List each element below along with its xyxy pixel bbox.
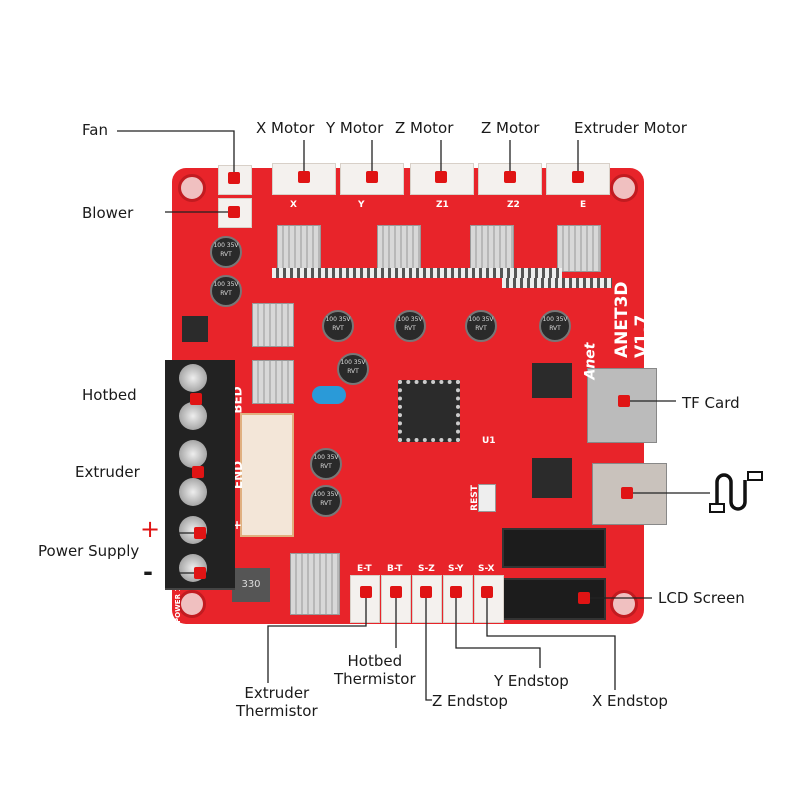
hotbed-thermistor-label: Hotbed Thermistor — [334, 652, 416, 688]
endstop-mark: B-T — [387, 564, 403, 574]
z2-motor-marker — [504, 171, 516, 183]
y-endstop-connector — [443, 575, 473, 623]
x-endstop-label: X Endstop — [592, 692, 668, 710]
y-motor-label: Y Motor — [326, 119, 384, 137]
x-motor-marker — [298, 171, 310, 183]
s-z-marker — [420, 586, 432, 598]
extruder-marker — [192, 466, 204, 478]
capacitor: 100 35V RVT — [394, 310, 426, 342]
heatsink — [290, 553, 340, 615]
lcd-screen-label: LCD Screen — [658, 589, 745, 607]
heatsink — [252, 303, 294, 347]
capacitor: 100 35V RVT — [322, 310, 354, 342]
endstop-mark: E-T — [357, 564, 372, 574]
motor-mark: X — [290, 200, 297, 210]
z-motor-label-2: Z Motor — [481, 119, 540, 137]
capacitor: 100 35V RVT — [210, 275, 242, 307]
capacitor: 100 35V RVT — [310, 448, 342, 480]
z-endstop-label: Z Endstop — [432, 692, 508, 710]
b-t-marker — [390, 586, 402, 598]
heatsink — [557, 225, 601, 272]
capacitor: 100 35V RVT — [310, 485, 342, 517]
chip-label: U1 — [482, 436, 496, 446]
endstop-mark: S-Y — [448, 564, 464, 574]
capacitor: 100 35V RVT — [539, 310, 571, 342]
reset-button — [478, 484, 496, 512]
mount-hole — [610, 590, 638, 618]
s-x-marker — [481, 586, 493, 598]
capacitor: 100 35V RVT — [337, 353, 369, 385]
power-minus-marker — [194, 567, 206, 579]
mount-hole — [178, 174, 206, 202]
tf-card-label: TF Card — [682, 394, 740, 412]
power-supply-label: Power Supply — [38, 542, 140, 560]
blower-marker — [228, 206, 240, 218]
heatsink — [252, 360, 294, 404]
endstop-mark: S-X — [478, 564, 495, 574]
fan-marker — [228, 172, 240, 184]
capacitor: 100 35V RVT — [210, 236, 242, 268]
lcd-header — [502, 528, 606, 568]
extruder-thermistor-label: Extruder Thermistor — [236, 684, 318, 720]
pin-row — [502, 278, 612, 288]
fuse — [240, 413, 294, 537]
blower-label: Blower — [82, 204, 134, 222]
power-plus-marker — [194, 527, 206, 539]
z1-motor-marker — [435, 171, 447, 183]
usb-marker — [621, 487, 633, 499]
e-t-marker — [360, 586, 372, 598]
pin-row — [272, 268, 562, 278]
s-y-marker — [450, 586, 462, 598]
z-endstop-connector — [412, 575, 442, 623]
regulator — [182, 316, 208, 342]
usb-cable-icon — [709, 471, 763, 513]
blue-capacitor — [312, 386, 346, 404]
motor-mark: Y — [358, 200, 365, 210]
plus-label: + — [232, 518, 243, 532]
extruder-motor-label: Extruder Motor — [574, 119, 687, 137]
mount-hole — [610, 174, 638, 202]
inductor: 330 — [232, 568, 270, 602]
hotbed-marker — [190, 393, 202, 405]
minus-sign: - — [143, 558, 153, 586]
x-endstop-connector — [474, 575, 504, 623]
plus-sign: + — [140, 515, 161, 543]
y-motor-marker — [366, 171, 378, 183]
fan-label: Fan — [82, 121, 108, 139]
y-endstop-label: Y Endstop — [494, 672, 569, 690]
capacitor: 100 35V RVT — [465, 310, 497, 342]
motor-mark: Z2 — [507, 200, 520, 210]
hotbed-label: Hotbed — [82, 386, 137, 404]
tf-card-marker — [618, 395, 630, 407]
extruder-thermistor-connector — [350, 575, 380, 623]
terminal — [165, 474, 235, 514]
motor-mark: E — [580, 200, 587, 210]
z-motor-label-1: Z Motor — [395, 119, 454, 137]
mcu-chip — [398, 380, 460, 442]
ic-chip — [532, 363, 572, 398]
heatsink — [470, 225, 514, 272]
heatsink — [377, 225, 421, 272]
lcd-marker — [578, 592, 590, 604]
mount-hole — [178, 590, 206, 618]
endstop-mark: S-Z — [418, 564, 435, 574]
extruder-label: Extruder — [75, 463, 140, 481]
ic-chip — [532, 458, 572, 498]
motor-mark: Z1 — [436, 200, 449, 210]
x-motor-label: X Motor — [256, 119, 315, 137]
extruder-motor-marker — [572, 171, 584, 183]
